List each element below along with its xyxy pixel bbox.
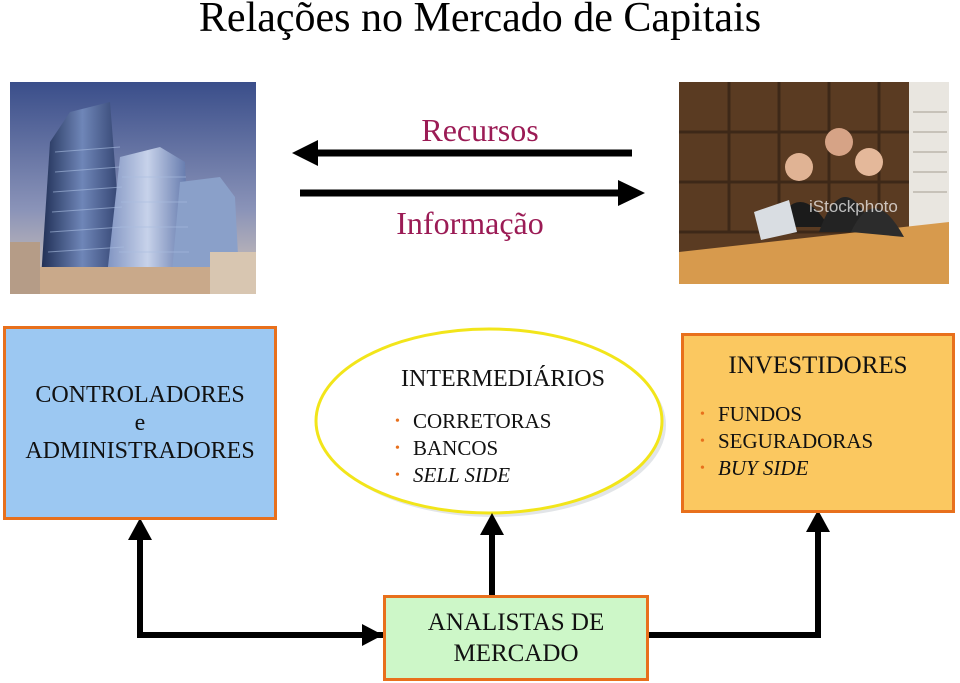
watermark-text: iStockphoto xyxy=(809,197,898,216)
investidores-list: •FUNDOS •SEGURADORAS •BUY SIDE xyxy=(700,401,873,482)
investidores-title: INVESTIDORES xyxy=(728,352,908,379)
intermediarios-list: •CORRETORAS •BANCOS •SELL SIDE xyxy=(395,408,551,489)
informacao-arrowhead xyxy=(618,180,645,206)
bullet-icon: • xyxy=(700,434,705,449)
arrowhead-to-analistas xyxy=(362,624,383,646)
list-item: •SEGURADORAS xyxy=(700,429,874,453)
bullet-icon: • xyxy=(700,461,705,476)
analistas-connectors xyxy=(137,528,821,638)
page-title: Relações no Mercado de Capitais xyxy=(198,0,762,41)
intermediarios-title: INTERMEDIÁRIOS xyxy=(401,366,605,392)
investidores-box: INVESTIDORES •FUNDOS •SEGURADORAS •BUY S… xyxy=(681,333,955,513)
business-meeting-photo: iStockphoto xyxy=(679,82,949,284)
bullet-icon: • xyxy=(395,468,400,483)
bullet-icon: • xyxy=(395,441,400,456)
controladores-line: CONTROLADORES xyxy=(35,382,245,408)
arrowhead-to-controladores xyxy=(128,518,152,540)
recursos-arrowhead xyxy=(292,140,318,166)
office-buildings-photo xyxy=(10,82,256,294)
list-item: •BUY SIDE xyxy=(700,456,809,480)
list-item: •FUNDOS xyxy=(700,402,803,426)
list-item: •SELL SIDE xyxy=(395,463,511,487)
controladores-box: CONTROLADORES e ADMINISTRADORES xyxy=(3,326,277,520)
list-item: •CORRETORAS xyxy=(395,409,552,433)
list-item: •BANCOS xyxy=(395,436,499,460)
analistas-line1: ANALISTAS DE xyxy=(427,609,605,636)
bullet-icon: • xyxy=(700,407,705,422)
intermediarios-ellipse xyxy=(314,327,664,515)
controladores-connector-word: e xyxy=(134,410,146,436)
recursos-label: Recursos xyxy=(421,112,539,148)
informacao-label: Informação xyxy=(396,205,544,241)
bullet-icon: • xyxy=(395,414,400,429)
analistas-line2: MERCADO xyxy=(453,640,579,667)
analistas-box: ANALISTAS DE MERCADO xyxy=(383,595,649,681)
arrowhead-to-intermediarios xyxy=(480,513,504,535)
arrowhead-to-investidores xyxy=(806,510,830,532)
administradores-line: ADMINISTRADORES xyxy=(25,438,255,464)
